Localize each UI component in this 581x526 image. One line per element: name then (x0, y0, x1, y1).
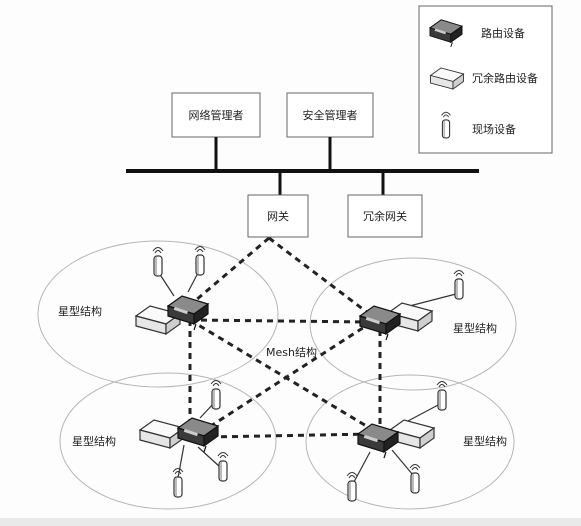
spoke (197, 446, 221, 468)
redundant-gateway-label: 冗余网关 (363, 209, 407, 223)
field-device-icon (152, 246, 164, 277)
spoke (405, 403, 441, 423)
field-device-icon (217, 451, 229, 482)
cluster-top-right-label: 星型结构 (453, 321, 497, 335)
cluster-bottom-right-label: 星型结构 (463, 434, 507, 448)
legend-redundant-router-label: 冗余路由设备 (472, 71, 538, 85)
cluster-top-left (37, 240, 279, 388)
field-device-icon (210, 379, 222, 410)
gateway-label: 网关 (267, 209, 289, 223)
mesh-link (209, 432, 373, 439)
spoke (353, 451, 371, 483)
spoke (177, 444, 185, 479)
cluster-top-right (309, 257, 517, 391)
cluster-bottom-right (305, 374, 515, 510)
bottom-strip (0, 518, 581, 526)
network-manager-box (171, 92, 261, 138)
legend-router-label: 路由设备 (481, 26, 525, 40)
legend-field-device-label: 现场设备 (472, 122, 516, 136)
field-device-icon (409, 463, 421, 494)
cluster-bottom-left-label: 星型结构 (72, 434, 116, 448)
security-manager-box (286, 92, 374, 138)
mesh-label: Mesh结构 (266, 345, 317, 359)
legend: 路由设备 冗余路由设备 现场设备 (418, 5, 553, 154)
spoke (158, 272, 175, 297)
network-manager-label: 网络管理者 (189, 108, 244, 122)
mesh-link (268, 236, 373, 318)
field-device-icon (172, 467, 184, 498)
mesh-link (199, 320, 373, 435)
field-device-icon (436, 380, 448, 411)
redundant-router-icon (139, 419, 185, 449)
cluster-top-left-label: 星型结构 (58, 304, 102, 318)
mesh-link (189, 318, 379, 435)
field-device-icon (194, 245, 206, 276)
field-device-icon (346, 471, 358, 502)
mesh-links (188, 236, 382, 439)
gateway-box (247, 194, 309, 238)
field-device-icon (453, 269, 465, 300)
redundant-gateway-box (347, 194, 423, 238)
mesh-link (189, 318, 373, 324)
spoke (391, 449, 414, 476)
mesh-link (195, 236, 270, 302)
security-manager-label: 安全管理者 (303, 108, 358, 122)
cluster-bottom-left (59, 372, 277, 510)
